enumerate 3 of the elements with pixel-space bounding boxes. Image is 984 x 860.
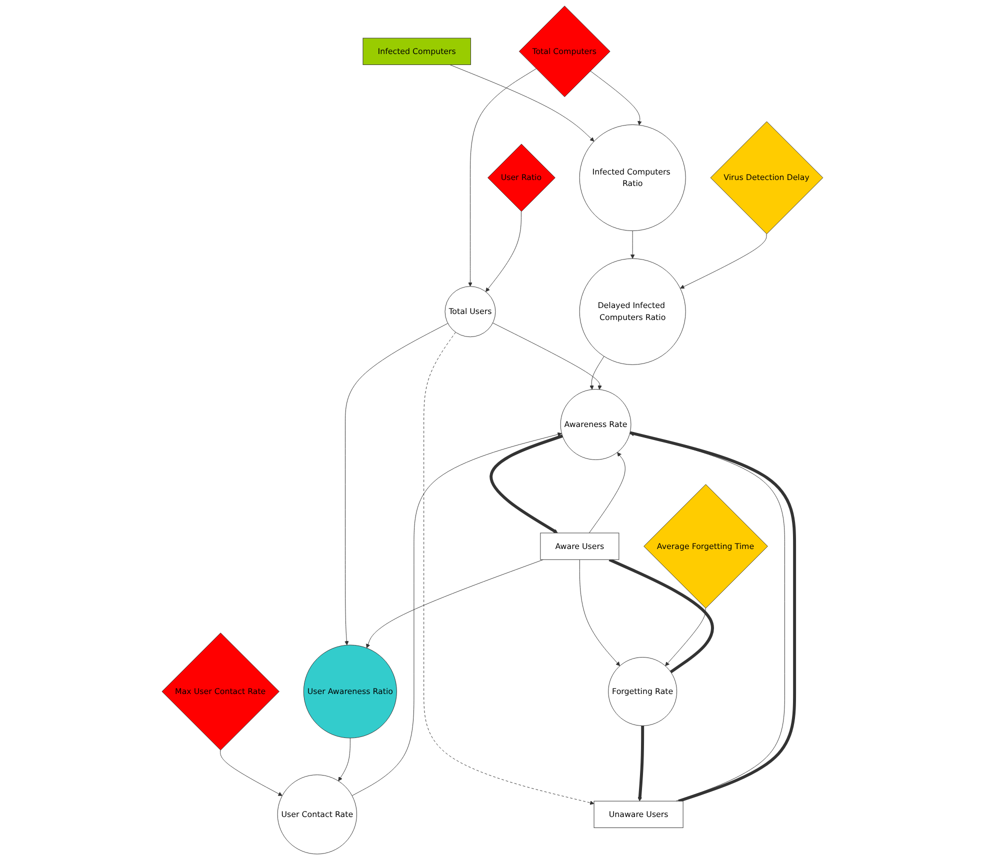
arrow — [489, 434, 562, 534]
connector — [608, 558, 714, 674]
arrow — [637, 726, 644, 802]
